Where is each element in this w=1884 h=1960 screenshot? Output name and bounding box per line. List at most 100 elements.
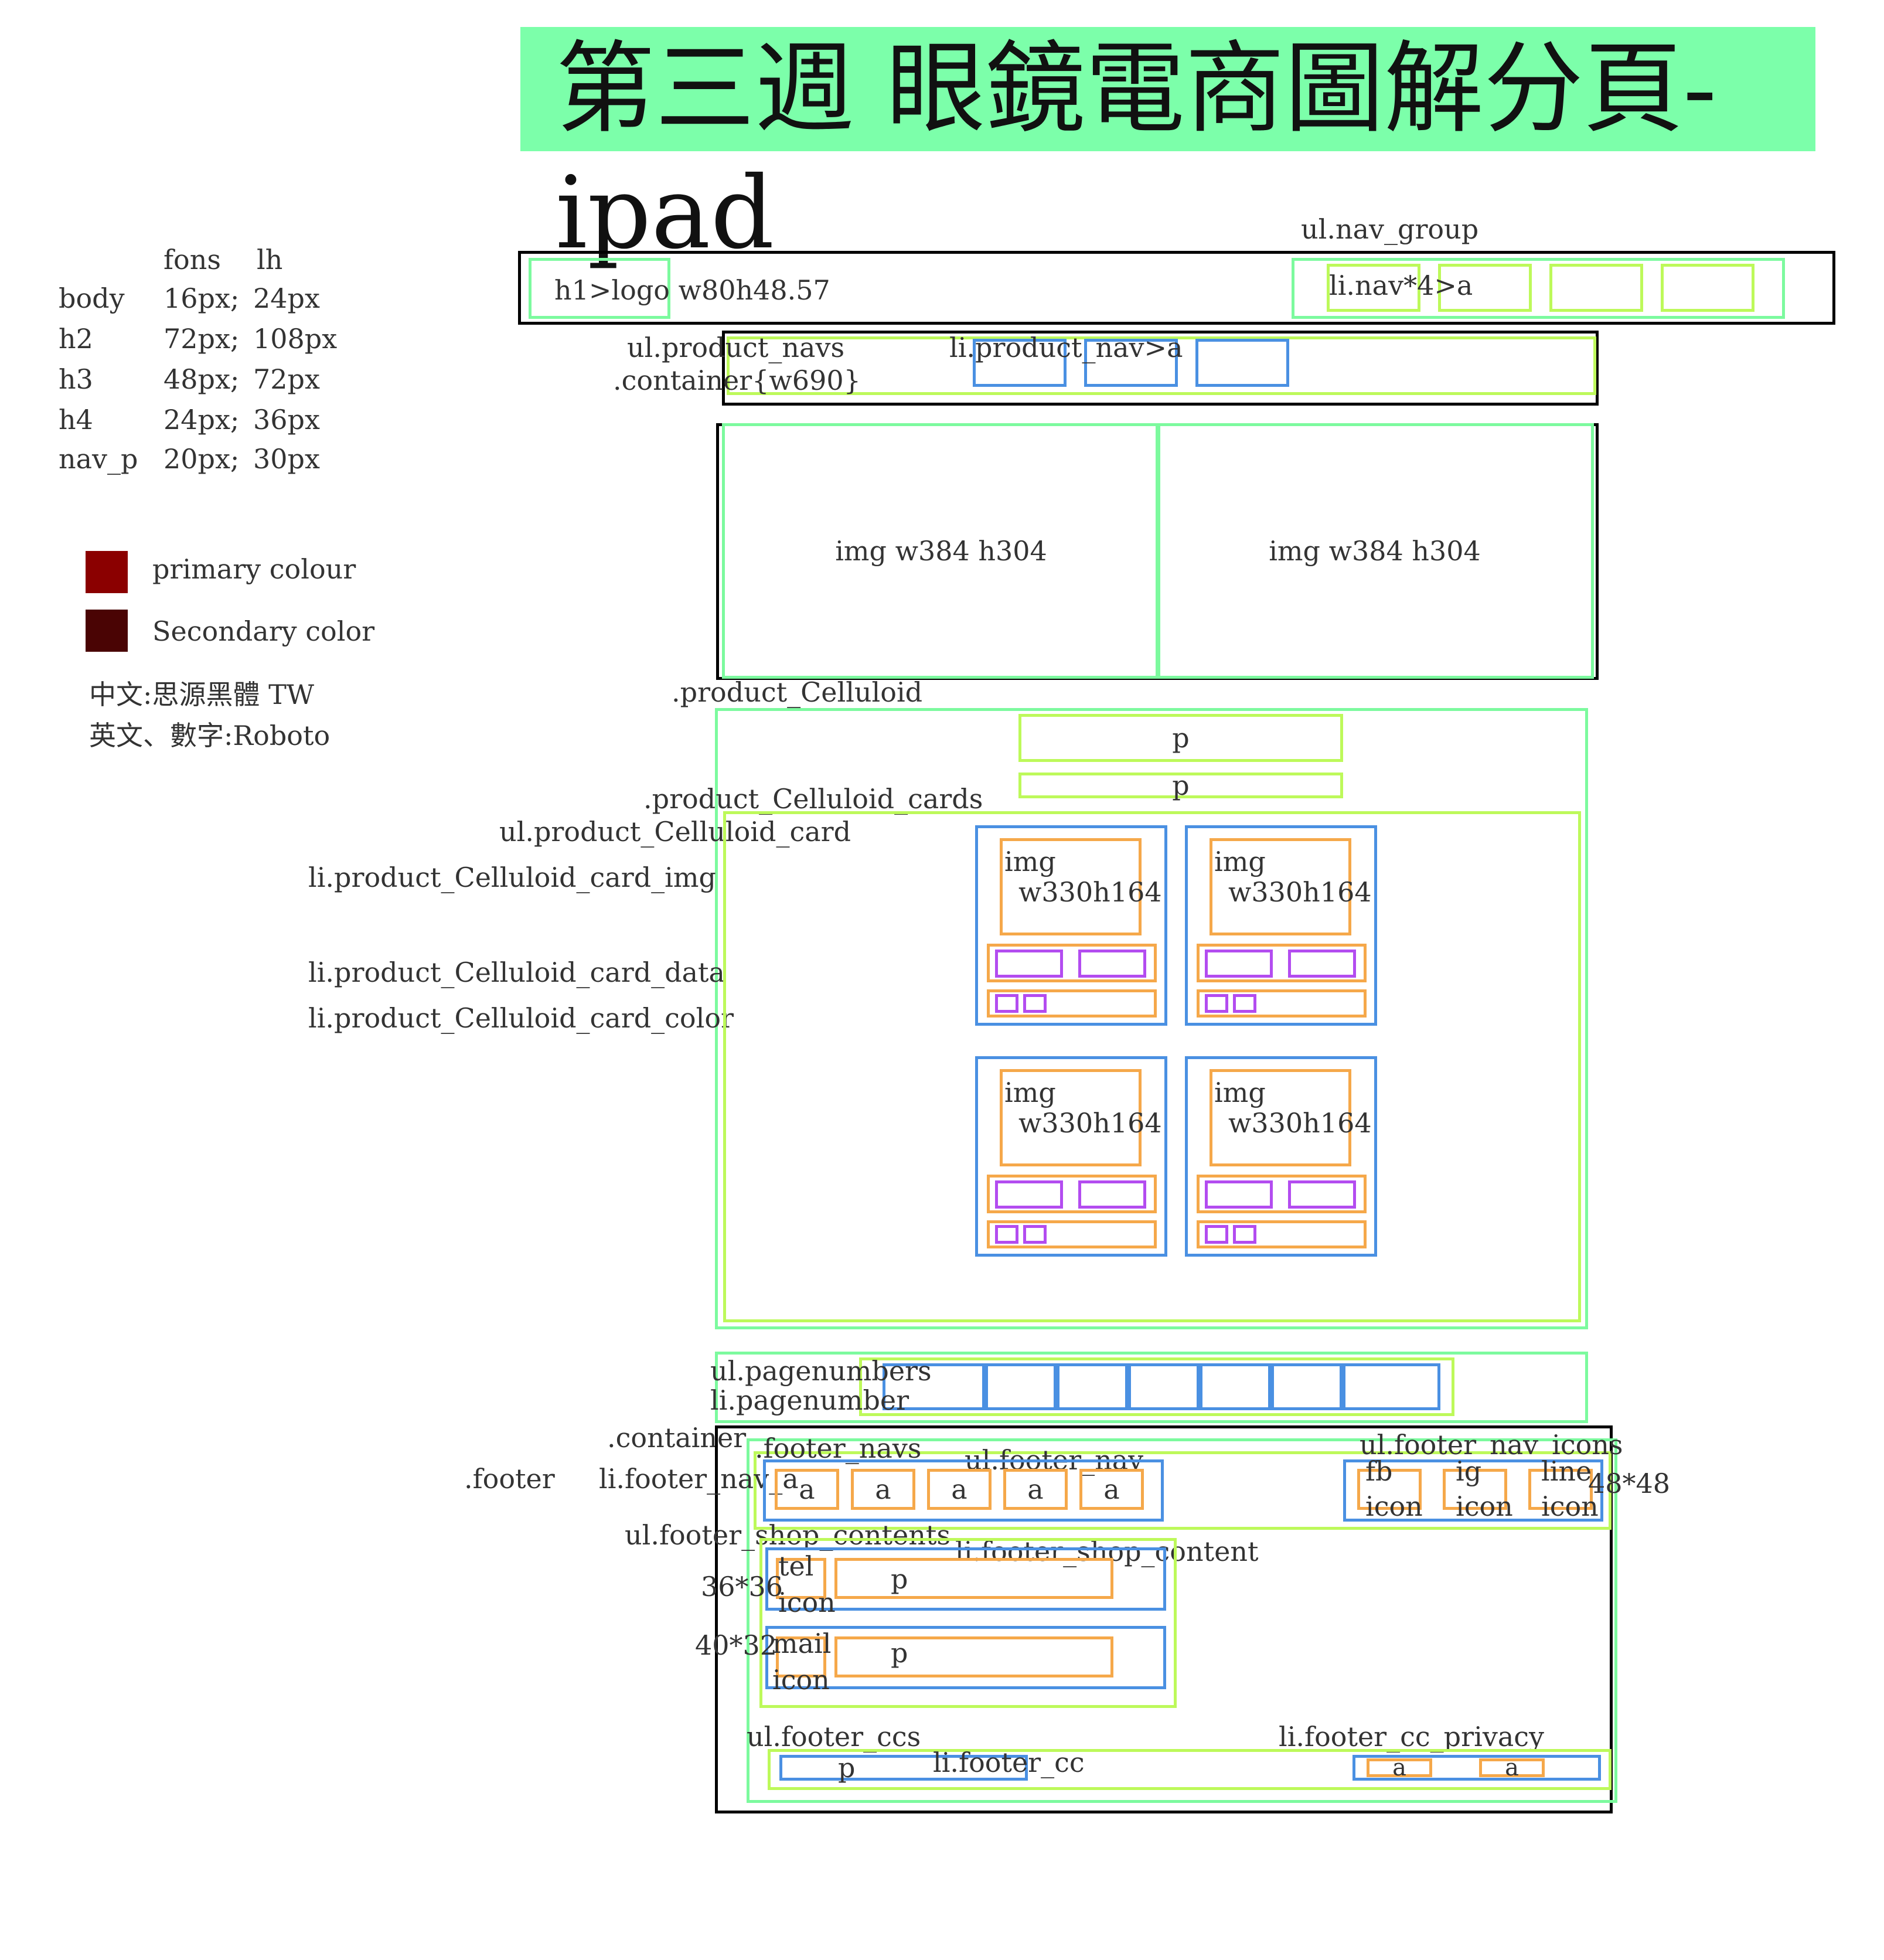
- tel-icon-label: tel: [778, 1550, 814, 1582]
- celluloid-card-box: [975, 825, 1167, 1026]
- primary-color-swatch: [86, 551, 128, 593]
- celluloid-p-label: p: [1172, 722, 1190, 754]
- celluloid-card-color-label: li.product_Celluloid_card_color: [308, 1002, 734, 1034]
- pagenumber-divider: [1268, 1363, 1274, 1410]
- nav-item-box: [1438, 264, 1532, 312]
- card-data-item: [1078, 950, 1146, 978]
- pagenumber-divider: [1340, 1363, 1345, 1410]
- banner-image-1-label: img w384 h304: [835, 535, 1047, 567]
- card-color-box: [987, 1220, 1157, 1248]
- footer-nav-link[interactable]: a: [927, 1469, 992, 1510]
- typography-fs: 72px;: [163, 323, 240, 355]
- tel-text-box: [834, 1558, 1113, 1599]
- typography-tag: h3: [59, 363, 93, 395]
- celluloid-card-img-label: li.product_Celluloid_card_img: [308, 862, 716, 893]
- pagenumbers-box: [883, 1363, 1440, 1410]
- header-box: [518, 251, 1835, 325]
- fb-icon-label: fb: [1365, 1455, 1393, 1487]
- typography-fs: 16px;: [163, 283, 240, 314]
- privacy-link-label: a: [1505, 1754, 1519, 1781]
- card-data-box: [1197, 1175, 1367, 1213]
- icon-size-label: 48*48: [1588, 1468, 1671, 1499]
- footer-navs-box: [754, 1451, 1612, 1530]
- pagenumber-divider: [1197, 1363, 1202, 1410]
- font-zh-label: 中文:思源黑體 TW: [89, 679, 315, 710]
- tel-icon-label-2: icon: [778, 1587, 836, 1618]
- celluloid-card-label: ul.product_Celluloid_card: [499, 816, 851, 848]
- line-icon[interactable]: [1528, 1469, 1593, 1510]
- typography-tag: body: [59, 283, 125, 314]
- card-color-box: [987, 989, 1157, 1018]
- footer-nav-link-label: a: [1103, 1473, 1120, 1505]
- card-image-size-label: w330h164: [1018, 1107, 1162, 1139]
- typography-lh: 24px: [253, 283, 320, 314]
- privacy-link[interactable]: a: [1479, 1754, 1545, 1781]
- card-color-swatch: [1023, 994, 1047, 1013]
- mail-text-label: p: [891, 1637, 908, 1669]
- celluloid-p-box: p: [1018, 771, 1343, 799]
- celluloid-card-box: [1185, 825, 1377, 1026]
- footer-nav-link[interactable]: a: [775, 1469, 839, 1510]
- card-data-box: [987, 944, 1157, 982]
- card-color-swatch: [1205, 994, 1228, 1013]
- celluloid-card-box: [1185, 1056, 1377, 1257]
- pagenumbers-label: ul.pagenumbers: [710, 1355, 932, 1387]
- typography-lh: 30px: [253, 443, 320, 475]
- banner-image-2-label: img w384 h304: [1269, 535, 1481, 567]
- card-data-item: [1205, 950, 1273, 978]
- logo-box: [529, 258, 670, 319]
- celluloid-card-data-label: li.product_Celluloid_card_data: [308, 957, 725, 988]
- card-color-swatch: [1023, 1225, 1047, 1244]
- privacy-link[interactable]: a: [1367, 1754, 1432, 1781]
- card-image-box: [1210, 838, 1351, 935]
- card-data-box: [987, 1175, 1157, 1213]
- pagenumber-label: li.pagenumber: [710, 1384, 909, 1416]
- typography-tag: nav_p: [59, 443, 138, 475]
- tel-icon: [776, 1558, 826, 1599]
- card-color-swatch: [1233, 1225, 1256, 1244]
- typography-fs: 24px;: [163, 404, 240, 435]
- celluloid-section-label: .product_Celluloid: [672, 676, 923, 708]
- nav-group-label: ul.nav_group: [1301, 213, 1479, 245]
- product-navs-box: [722, 331, 1599, 406]
- banner-image-1: img w384 h304: [722, 423, 1160, 679]
- footer-nav-link[interactable]: a: [1003, 1469, 1068, 1510]
- ig-icon-label: ig: [1456, 1455, 1482, 1487]
- card-data-box: [1197, 944, 1367, 982]
- product-nav-box: [1195, 339, 1289, 387]
- pagenumber-divider: [1125, 1363, 1131, 1410]
- footer-nav-icons-box: [1343, 1459, 1603, 1522]
- footer-nav-box: [763, 1459, 1164, 1522]
- card-color-swatch: [995, 994, 1018, 1013]
- footer-nav-icons-label: ul.footer_nav_icons: [1360, 1429, 1623, 1461]
- footer-shop-contents-label: ul.footer_shop_contents: [625, 1519, 950, 1551]
- card-data-item: [1288, 1180, 1356, 1209]
- card-color-swatch: [1205, 1225, 1228, 1244]
- footer-nav-link[interactable]: a: [851, 1469, 915, 1510]
- nav-item-box: [1661, 264, 1754, 312]
- mail-icon-size-label: 40*32: [695, 1629, 778, 1661]
- nav-group-box: [1292, 258, 1785, 319]
- fb-icon[interactable]: [1357, 1469, 1422, 1510]
- ig-icon[interactable]: [1443, 1469, 1507, 1510]
- mail-icon-label: mail: [772, 1628, 832, 1659]
- card-data-item: [1205, 1180, 1273, 1209]
- card-image-label: img: [1214, 1077, 1266, 1108]
- page-title: 第三週 眼鏡電商圖解分頁-ipad: [520, 27, 1815, 271]
- card-image-size-label: w330h164: [1228, 876, 1372, 908]
- celluloid-p-box: p: [1018, 714, 1343, 762]
- card-image-box: [1210, 1069, 1351, 1166]
- footer-nav-link-label: a: [1027, 1473, 1044, 1505]
- footer-shop-content-box: [765, 1547, 1166, 1611]
- footer-cc-text: p: [838, 1752, 856, 1784]
- typography-tag: h4: [59, 404, 93, 435]
- mail-icon: [776, 1636, 826, 1677]
- card-data-item: [1078, 1180, 1146, 1209]
- nav-item-label: li.nav*4>a: [1329, 270, 1473, 301]
- card-color-box: [1197, 1220, 1367, 1248]
- secondary-color-swatch: [86, 610, 128, 652]
- privacy-link-label: a: [1392, 1754, 1406, 1781]
- typography-header-fs: fons: [163, 244, 221, 275]
- product-nav-label: li.product_nav>a: [949, 332, 1183, 363]
- footer-nav-link[interactable]: a: [1079, 1469, 1144, 1510]
